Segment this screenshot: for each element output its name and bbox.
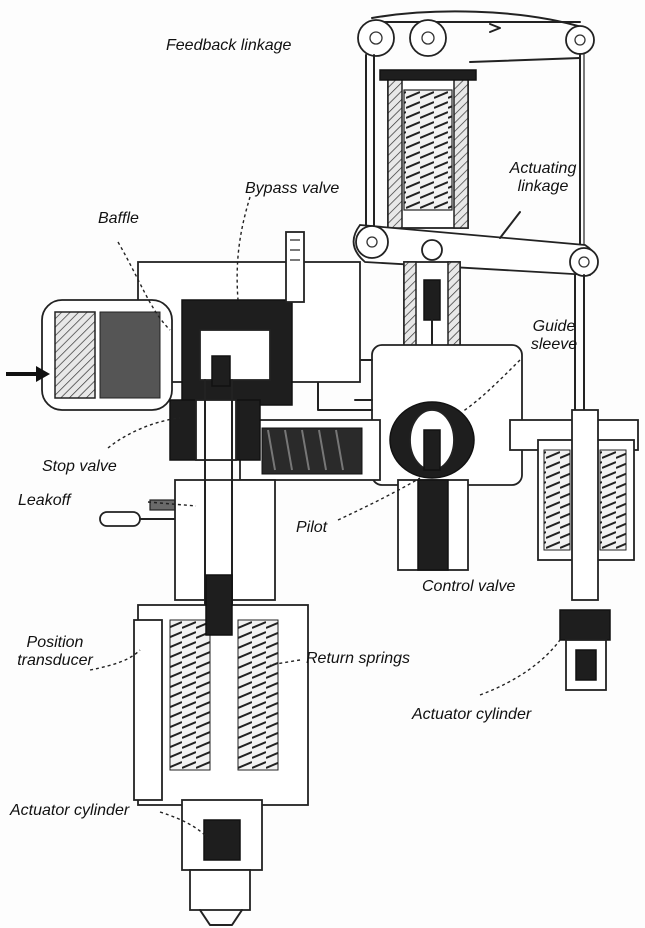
- label-leakoff: Leakoff: [18, 492, 71, 509]
- left-valve-body: [41, 231, 361, 461]
- label-actuator-cylinder-right: Actuator cylinder: [412, 706, 532, 723]
- right-actuator-assembly: [509, 274, 639, 691]
- label-actuator-cylinder-bottom: Actuator cylinder: [10, 802, 130, 819]
- label-return-springs: Return springs: [306, 650, 411, 667]
- label-position-transducer: Position transducer: [17, 634, 93, 669]
- upper-spring-housing: [365, 54, 477, 231]
- feedback-linkage: [357, 10, 595, 256]
- label-actuating-linkage: Actuating linkage: [509, 160, 577, 195]
- label-baffle: Baffle: [98, 210, 139, 227]
- label-guide-sleeve: Guide sleeve: [530, 318, 578, 353]
- arrow-right-icon: [6, 366, 50, 382]
- leader-lines: [89, 196, 561, 839]
- label-stop-valve: Stop valve: [42, 458, 117, 475]
- control-valve-column: [354, 261, 523, 571]
- label-pilot: Pilot: [296, 519, 328, 536]
- lower-actuator-assembly: [133, 379, 309, 926]
- steam-passage: [239, 379, 381, 481]
- label-control-valve: Control valve: [422, 578, 516, 595]
- label-bypass-valve: Bypass valve: [245, 180, 340, 197]
- label-feedback-linkage: Feedback linkage: [166, 37, 292, 54]
